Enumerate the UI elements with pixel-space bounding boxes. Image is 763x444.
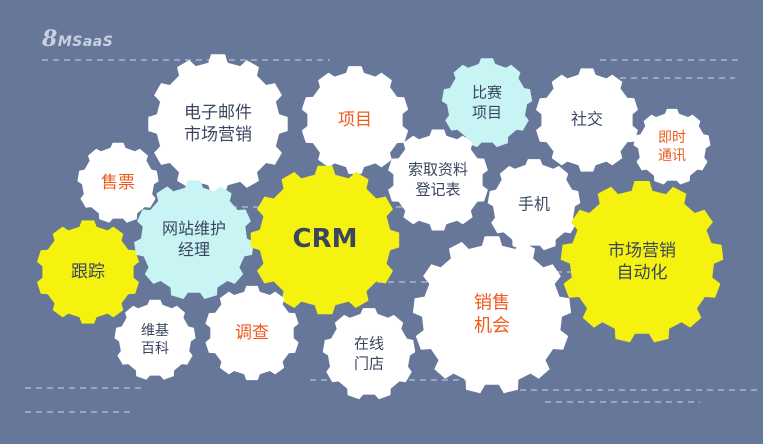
gear-crm: [250, 165, 400, 315]
gear-tracking: [37, 220, 139, 324]
gear-survey: [205, 285, 299, 381]
gear-sales-opportunity: [412, 236, 572, 394]
gear-label-survey: 调查: [235, 322, 269, 344]
gear-website-maintenance: [134, 180, 254, 299]
gear-competition: [441, 58, 533, 148]
gear-label-line: 门店: [353, 354, 385, 372]
gear-label-line: 在线: [353, 334, 385, 353]
gear-label-tracking: 跟踪: [71, 261, 105, 283]
gear-label-line: 手机: [517, 194, 551, 214]
gear-label-sales-opportunity: 销售机会: [474, 292, 510, 339]
gear-label-wiki: 维基百科: [141, 322, 169, 358]
gear-label-line: 项目: [471, 103, 503, 121]
gear-email-marketing: [148, 54, 288, 194]
gear-ticket-sales: [77, 142, 159, 223]
logo-number: 8: [42, 26, 58, 52]
gear-label-line: 百科: [141, 341, 169, 357]
gear-mobile: [487, 159, 581, 251]
gear-label-line: 社交: [570, 109, 604, 129]
gear-label-email-marketing: 电子邮件市场营销: [184, 102, 252, 146]
gear-label-line: 调查: [235, 322, 269, 343]
gear-label-instant-messaging: 即时通讯: [658, 129, 686, 165]
gear-label-ticket-sales: 售票: [101, 172, 135, 194]
gear-project: [301, 66, 409, 174]
gear-marketing-automation: [560, 181, 724, 343]
gear-label-line: CRM: [292, 224, 358, 255]
gear-online-store: [322, 308, 416, 400]
gear-request-form: [388, 129, 488, 231]
brand-logo: 8MSaaS: [42, 26, 113, 52]
gear-social: [536, 68, 638, 172]
gear-label-line: 项目: [338, 109, 372, 130]
gear-label-project: 项目: [338, 109, 372, 131]
gear-label-line: 网站维护: [161, 219, 227, 239]
gear-label-line: 市场营销: [608, 240, 676, 261]
gear-label-line: 经理: [177, 240, 211, 259]
gear-label-line: 市场营销: [184, 125, 252, 145]
gear-label-request-form: 索取资料登记表: [408, 161, 468, 200]
gear-label-online-store: 在线门店: [354, 335, 384, 374]
gear-label-line: 自动化: [616, 263, 668, 283]
gear-label-line: 登记表: [415, 180, 461, 198]
gear-label-mobile: 手机: [518, 195, 550, 216]
logo-text: MSaaS: [57, 34, 114, 50]
gear-label-line: 销售: [474, 292, 510, 314]
gear-label-competition: 比赛项目: [472, 84, 502, 123]
gear-wiki: [114, 299, 196, 380]
gear-label-website-maintenance: 网站维护经理: [162, 219, 226, 261]
gear-label-line: 售票: [101, 172, 135, 193]
gear-label-line: 通讯: [658, 148, 686, 164]
gear-label-line: 机会: [474, 316, 510, 337]
gear-label-crm: CRM: [293, 223, 358, 257]
gear-label-line: 跟踪: [71, 261, 105, 282]
gear-label-line: 即时: [658, 129, 686, 146]
gear-instant-messaging: [633, 108, 711, 185]
gear-label-marketing-automation: 市场营销自动化: [608, 240, 676, 284]
gear-label-social: 社交: [571, 110, 603, 131]
gear-label-line: 电子邮件: [184, 102, 252, 123]
gear-label-line: 维基: [141, 322, 169, 339]
gear-label-line: 索取资料: [407, 160, 469, 179]
gear-label-line: 比赛: [471, 83, 503, 102]
